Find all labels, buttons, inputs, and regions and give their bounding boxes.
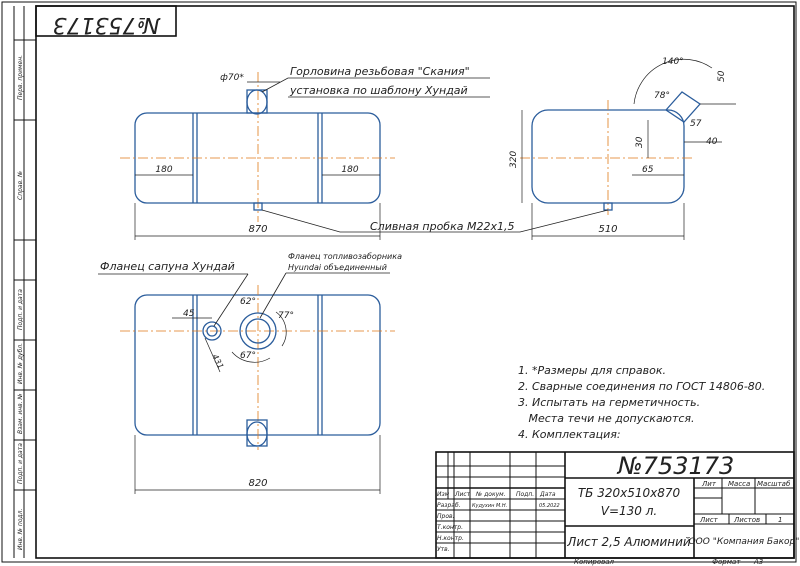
mirrored-number-box (35, 5, 177, 37)
dim-40: 40 (706, 137, 718, 147)
dim-870: 870 (248, 224, 267, 235)
format-label: Формат (712, 558, 741, 566)
tb-col-izm: Изм (437, 491, 450, 498)
strip-label-sprav: Справ. № (17, 171, 24, 200)
tb-col-docum: № докум. (475, 491, 506, 498)
dim-45: 45 (183, 309, 195, 319)
dim-180-right: 180 (341, 165, 358, 175)
kopiroval-label: Копировал (574, 558, 615, 566)
note-3b: Места течи не допускаются. (518, 412, 695, 425)
tb-row-prov: Пров. (437, 513, 455, 520)
inner-frame (35, 5, 795, 559)
format-value: А3 (753, 558, 763, 566)
dim-d70: ф70* (220, 73, 244, 83)
note-2: 2. Сварные соединения по ГОСТ 14806-80. (518, 380, 765, 393)
tb-company: ООО "Компания Бакор" (689, 537, 800, 547)
tb-col-data: Дата (539, 491, 556, 498)
tb-row-tkontr: Т.контр. (437, 524, 463, 531)
strip-label-invpodl: Инв. № подл. (17, 509, 24, 550)
dim-140: 140° (662, 57, 684, 67)
tb-col-list: Лист (454, 491, 471, 498)
note-4: 4. Комплектация: (518, 428, 621, 441)
dim-57: 57 (690, 119, 702, 129)
front-top-dimensions: 180 180 870 ф70* (134, 73, 381, 240)
tb-listov-label: Листов (733, 516, 760, 524)
dim-180-left: 180 (155, 165, 172, 175)
tb-lit: Лит (701, 480, 717, 488)
tb-list-label: Лист (699, 516, 719, 524)
drain-label: Сливная пробка М22х1,5 (370, 220, 514, 233)
tb-material: Лист 2,5 Алюминий (566, 535, 691, 549)
side-dimensions: 510 320 140° 50 78° 57 40 30 65 (509, 57, 736, 240)
dim-62: 62° (240, 297, 256, 307)
front-view-top (120, 72, 395, 222)
tb-row-nkontr: Н.контр. (437, 535, 464, 542)
dim-431: 431 (210, 353, 225, 371)
side-view (520, 91, 701, 215)
note-3: 3. Испытать на герметичность. (518, 396, 700, 409)
tb-title-line1: ТБ 320х510х870 (578, 486, 681, 500)
plan-dimensions: 45 62° 77° 67° 431 820 (134, 297, 381, 494)
dim-30: 30 (635, 136, 645, 148)
flange-fuel-label-1: Фланец топливозаборника (288, 252, 402, 261)
strip-label-perv: Перв. примен. (17, 55, 24, 100)
dim-320: 320 (509, 151, 519, 168)
technical-notes: 1. *Размеры для справок. 2. Сварные соед… (518, 364, 765, 441)
dim-65: 65 (642, 165, 654, 175)
dim-50: 50 (717, 70, 727, 82)
tb-razrab-date: 05.2022 (539, 503, 560, 509)
plan-view (120, 285, 395, 450)
flange-breather-label: Фланец сапуна Хундай (100, 260, 235, 273)
tb-row-razrab: Разраб. (437, 502, 461, 509)
strip-label-podp2: Подп. и дата (17, 443, 24, 484)
tb-row-utv: Утв. (437, 546, 450, 553)
tb-col-podp: Подп. (516, 491, 534, 498)
dim-820: 820 (248, 478, 267, 489)
title-block: №753173 Изм Лист № докум. Подп. Дата Раз… (435, 451, 800, 559)
tb-title-line2: V=130 л. (601, 504, 657, 518)
dim-77: 77° (278, 311, 294, 321)
flange-fuel-label-2: Hyundai объединенный (288, 263, 387, 272)
note-1: 1. *Размеры для справок. (518, 364, 666, 377)
dim-67: 67° (240, 351, 256, 361)
mirrored-drawing-number: №753173 (53, 12, 161, 37)
strip-label-invdubl: Инв. № дубл. (17, 343, 24, 384)
tb-masshtab: Масштаб (757, 480, 791, 488)
tb-listov-value: 1 (778, 516, 782, 524)
dim-510: 510 (598, 224, 617, 235)
strip-label-podp1: Подп. и дата (17, 289, 24, 330)
title-block-number: №753173 (616, 452, 735, 480)
neck-label-1: Горловина резьбовая "Скания" (290, 65, 470, 78)
dim-78: 78° (654, 91, 670, 101)
left-strip: Перв. примен. Справ. № Подп. и дата Инв.… (13, 6, 36, 558)
tb-razrab-name: Кудухин М.Н. (472, 503, 507, 509)
tb-massa: Масса (728, 480, 750, 488)
neck-label-2: установка по шаблону Хундай (289, 84, 468, 97)
strip-label-vzam: Взам. инв. № (17, 393, 24, 434)
